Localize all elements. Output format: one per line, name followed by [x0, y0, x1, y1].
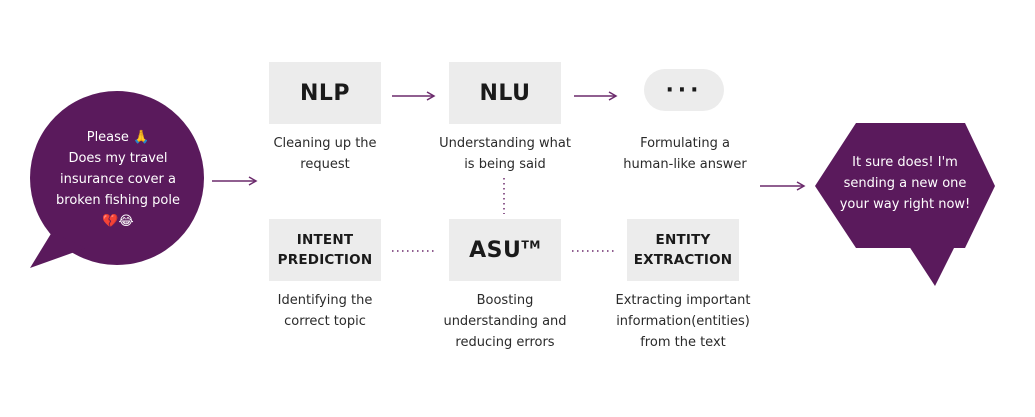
user-message-line: insurance cover a — [60, 172, 176, 187]
asu-box: ASUTM — [449, 219, 561, 281]
entity-caption-line: Extracting important — [615, 293, 751, 308]
intent-prediction-box: INTENT PREDICTION — [269, 219, 381, 281]
nlp-caption-line: Cleaning up the — [273, 136, 377, 151]
asu-caption-line: reducing errors — [455, 335, 555, 350]
answer-caption: Formulating a human-like answer — [600, 133, 770, 175]
asu-caption: Boosting understanding and reducing erro… — [420, 290, 590, 353]
entity-label-line: EXTRACTION — [633, 252, 733, 268]
asu-label-text: ASU — [469, 237, 522, 263]
intent-label-line: PREDICTION — [277, 252, 373, 268]
ellipsis-icon: ··· — [665, 77, 703, 103]
nlp-caption: Cleaning up the request — [245, 133, 405, 175]
intent-caption-line: correct topic — [284, 314, 366, 329]
entity-extraction-box: ENTITY EXTRACTION — [627, 219, 739, 281]
asu-trademark: TM — [521, 238, 541, 252]
reply-message-line: It sure does! I'm — [852, 155, 958, 170]
typing-indicator-pill: ··· — [644, 69, 724, 111]
entity-caption-line: from the text — [640, 335, 726, 350]
answer-caption-line: Formulating a — [640, 136, 730, 151]
user-speech-bubble — [30, 91, 204, 268]
reply-speech-bubble — [815, 123, 995, 286]
user-message-line: Please 🙏 — [86, 130, 150, 145]
user-message: Please 🙏 Does my travel insurance cover … — [40, 127, 196, 232]
entity-caption: Extracting important information(entitie… — [598, 290, 768, 353]
answer-caption-line: human-like answer — [623, 157, 747, 172]
intent-label-line: INTENT — [296, 232, 354, 248]
entity-caption-line: information(entities) — [616, 314, 750, 329]
asu-caption-line: Boosting — [476, 293, 534, 308]
user-message-line: Does my travel — [68, 151, 168, 166]
nlu-caption-line: is being said — [464, 157, 546, 172]
nlu-box: NLU — [449, 62, 561, 124]
user-message-line: broken fishing pole — [56, 193, 180, 208]
user-message-line: 💔😂 — [102, 214, 134, 229]
intent-caption-line: Identifying the — [277, 293, 373, 308]
intent-caption: Identifying the correct topic — [245, 290, 405, 332]
entity-label-line: ENTITY — [655, 232, 711, 248]
nlp-caption-line: request — [300, 157, 350, 172]
asu-caption-line: understanding and — [443, 314, 567, 329]
nlp-label: NLP — [299, 80, 351, 106]
nlu-label: NLU — [479, 80, 531, 106]
nlu-caption: Understanding what is being said — [420, 133, 590, 175]
nlu-caption-line: Understanding what — [439, 136, 571, 151]
reply-message-line: sending a new one — [843, 176, 967, 191]
reply-message-line: your way right now! — [839, 197, 971, 212]
asu-label: ASUTM — [469, 238, 541, 263]
reply-message: It sure does! I'm sending a new one your… — [822, 152, 988, 215]
nlp-box: NLP — [269, 62, 381, 124]
